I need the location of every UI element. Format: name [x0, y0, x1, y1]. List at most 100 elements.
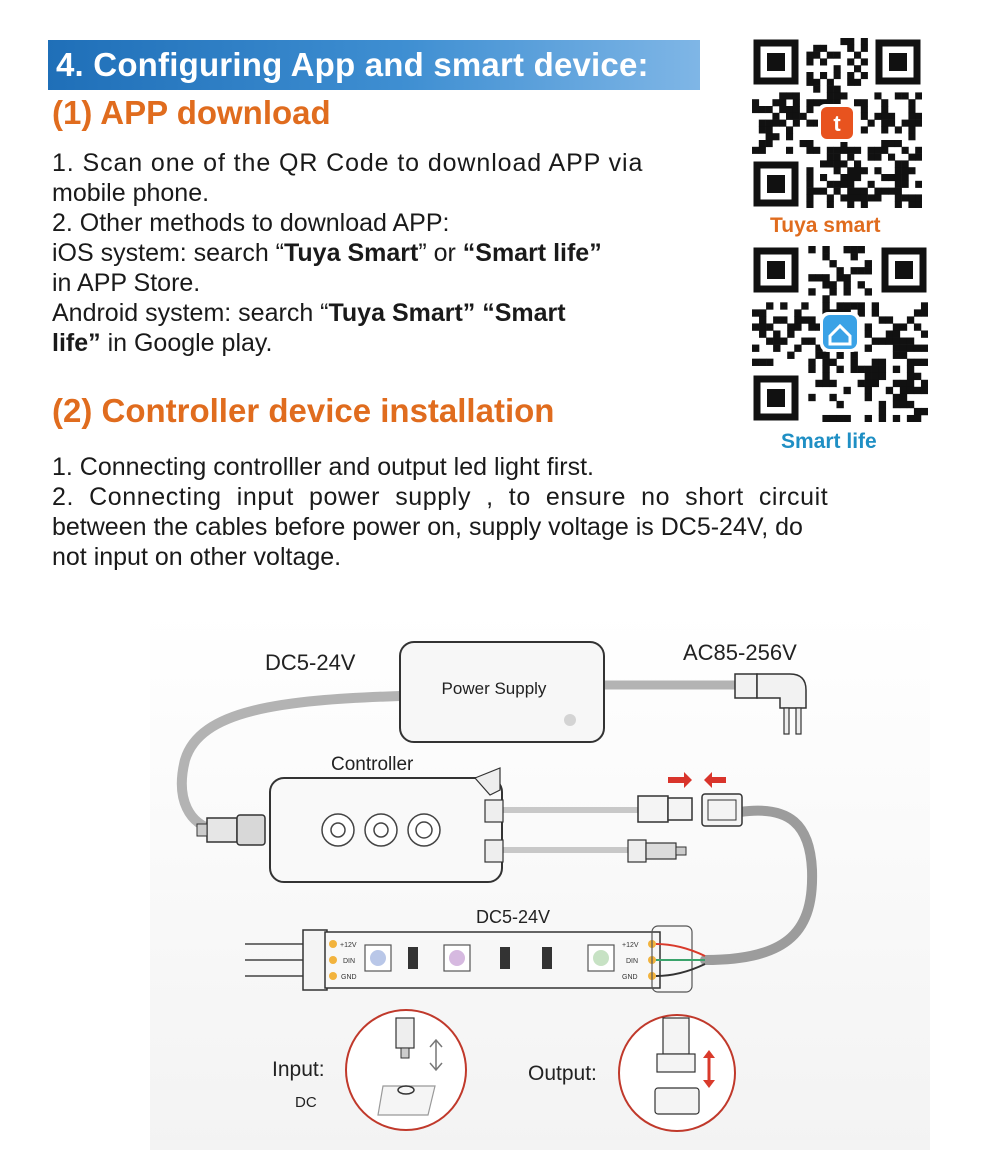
- qr-module: [815, 323, 823, 331]
- pin-label-vcc: +12V: [340, 942, 357, 949]
- smart-life-qr-code[interactable]: [752, 246, 928, 422]
- qr-module: [815, 344, 823, 352]
- output-wire-connector: [651, 925, 706, 993]
- qr-module: [766, 302, 774, 310]
- text-line: 2. Connecting input power supply , to en…: [52, 483, 829, 511]
- qr-module: [801, 316, 809, 324]
- qr-module: [752, 146, 760, 154]
- qr-module: [758, 119, 766, 127]
- qr-module: [908, 119, 916, 127]
- qr-module: [822, 414, 830, 422]
- qr-module: [794, 344, 802, 352]
- section-title: 4. Configuring App and smart device:: [56, 46, 649, 83]
- pin-label-gnd: GND: [341, 974, 357, 981]
- qr-module: [829, 358, 837, 366]
- qr-module: [901, 92, 909, 100]
- qr-module: [843, 246, 851, 254]
- qr-module: [854, 194, 862, 202]
- qr-module: [826, 146, 834, 154]
- qr-module: [792, 106, 800, 114]
- qr-module: [867, 153, 875, 161]
- qr-module: [920, 358, 928, 366]
- qr-module: [847, 180, 855, 188]
- qr-module: [913, 358, 922, 366]
- qr-module: [826, 85, 834, 93]
- qr-module: [871, 365, 880, 374]
- installation-text: 1. Connecting controlller and output led…: [52, 452, 828, 572]
- qr-module: [920, 386, 928, 395]
- controller-label: Controller: [331, 754, 414, 775]
- qr-module: [820, 58, 828, 66]
- qr-module: [822, 302, 830, 310]
- qr-module: [772, 112, 780, 120]
- qr-module: [899, 379, 908, 388]
- qr-module: [908, 112, 916, 120]
- power-supply-label: Power Supply: [442, 679, 547, 698]
- qr-module: [836, 400, 844, 409]
- qr-module: [915, 180, 922, 188]
- tuya-smart-qr-code[interactable]: t: [752, 38, 922, 208]
- qr-module: [892, 414, 901, 422]
- qr-module: [808, 337, 816, 345]
- qr-module: [867, 119, 875, 127]
- qr-module: [894, 140, 902, 148]
- qr-module: [857, 309, 865, 317]
- dc-voltage-label: DC5-24V: [265, 650, 356, 675]
- qr-module: [826, 160, 834, 168]
- qr-module: [908, 106, 916, 114]
- qr-module: [806, 194, 814, 202]
- qr-module: [888, 140, 896, 148]
- qr-module: [806, 99, 814, 107]
- qr-module: [829, 281, 837, 289]
- qr-module: [899, 386, 908, 395]
- qr-module: [826, 92, 834, 100]
- power-button-icon[interactable]: [321, 813, 355, 847]
- qr-module: [843, 414, 851, 422]
- qr-module: [787, 351, 795, 359]
- text-line: iOS system: search “Tuya Smart” or “Smar…: [52, 238, 643, 268]
- qr-module: [915, 153, 922, 161]
- qr-module: [758, 106, 766, 114]
- qr-module: [836, 302, 844, 310]
- qr-module: [864, 288, 872, 296]
- qr-module: [779, 106, 787, 114]
- qr-module: [850, 267, 858, 275]
- qr-module: [864, 372, 872, 381]
- option-button-icon[interactable]: [407, 813, 441, 847]
- qr-module: [871, 372, 880, 381]
- qr-module: [864, 267, 872, 275]
- qr-module: [826, 201, 834, 208]
- qr-module: [758, 126, 766, 134]
- qr-module: [867, 180, 875, 188]
- qr-module: [906, 337, 915, 345]
- qr-module: [892, 337, 901, 345]
- qr-module: [829, 379, 837, 388]
- qr-module: [913, 414, 922, 422]
- qr-module: [822, 358, 830, 366]
- qr-module: [773, 316, 781, 324]
- qr-module: [881, 187, 889, 195]
- qr-module: [908, 201, 916, 208]
- qr-module: [813, 146, 821, 154]
- qr-module: [840, 160, 848, 168]
- qr-module: [847, 146, 855, 154]
- qr-module: [829, 414, 837, 422]
- qr-module: [915, 92, 922, 100]
- qr-module: [901, 167, 909, 175]
- qr-module: [892, 330, 901, 338]
- qr-module: [871, 302, 880, 310]
- qr-module: [906, 365, 915, 374]
- text-line: Android system: search “Tuya Smart” “Sma…: [52, 298, 643, 328]
- mode-button-icon[interactable]: [364, 813, 398, 847]
- qr-module: [901, 160, 909, 168]
- keywords: Tuya Smart” “Smart: [328, 299, 566, 327]
- qr-module: [881, 112, 889, 120]
- text-line: 1. Scan one of the QR Code to download A…: [52, 149, 644, 177]
- qr-module: [888, 112, 896, 120]
- text-span: in Google play.: [100, 329, 273, 357]
- qr-module: [906, 316, 915, 324]
- qr-module: [906, 372, 915, 381]
- qr-module: [888, 153, 896, 161]
- qr-module: [901, 174, 909, 182]
- qr-module: [836, 267, 844, 275]
